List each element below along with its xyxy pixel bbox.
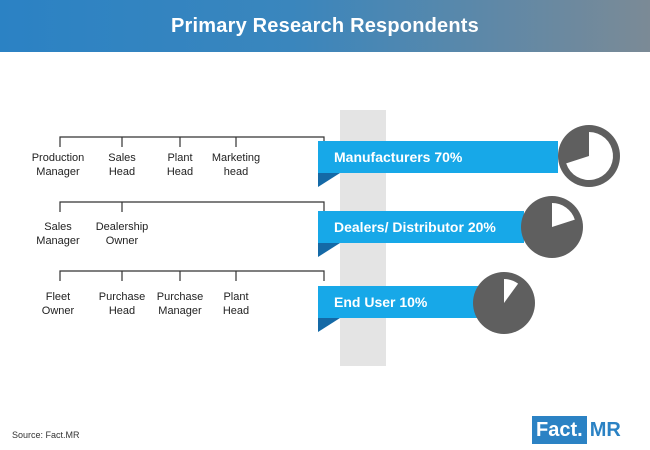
pie-end-user	[471, 270, 537, 341]
pie-dealers	[519, 194, 585, 265]
header-bar: Primary Research Respondents	[0, 0, 650, 52]
bracket-group-2	[59, 201, 325, 212]
pie-2-share-slice	[504, 279, 519, 303]
fact-mr-logo: Fact. MR	[532, 416, 644, 444]
banner-fold-1	[318, 173, 340, 187]
pie-0-share-slice	[566, 132, 613, 180]
banner-dealers-label: Dealers/ Distributor 20%	[334, 219, 496, 235]
page-title: Primary Research Respondents	[171, 14, 479, 37]
pie-manufacturers	[556, 123, 622, 194]
banner-manufacturers: Manufacturers 70%	[318, 141, 558, 173]
bracket-group-1	[59, 136, 325, 147]
bracket-group-3	[59, 270, 325, 281]
logo-part-1: Fact.	[532, 416, 587, 444]
banner-manufacturers-label: Manufacturers 70%	[334, 149, 463, 165]
banner-fold-3	[318, 318, 340, 332]
pie-1-share-slice	[552, 203, 575, 227]
banner-dealers: Dealers/ Distributor 20%	[318, 211, 524, 243]
source-note: Source: Fact.MR	[12, 430, 80, 440]
banner-fold-2	[318, 243, 340, 257]
banner-end-user-label: End User 10%	[334, 294, 428, 310]
logo-part-2: MR	[586, 416, 624, 444]
banner-end-user: End User 10%	[318, 286, 484, 318]
